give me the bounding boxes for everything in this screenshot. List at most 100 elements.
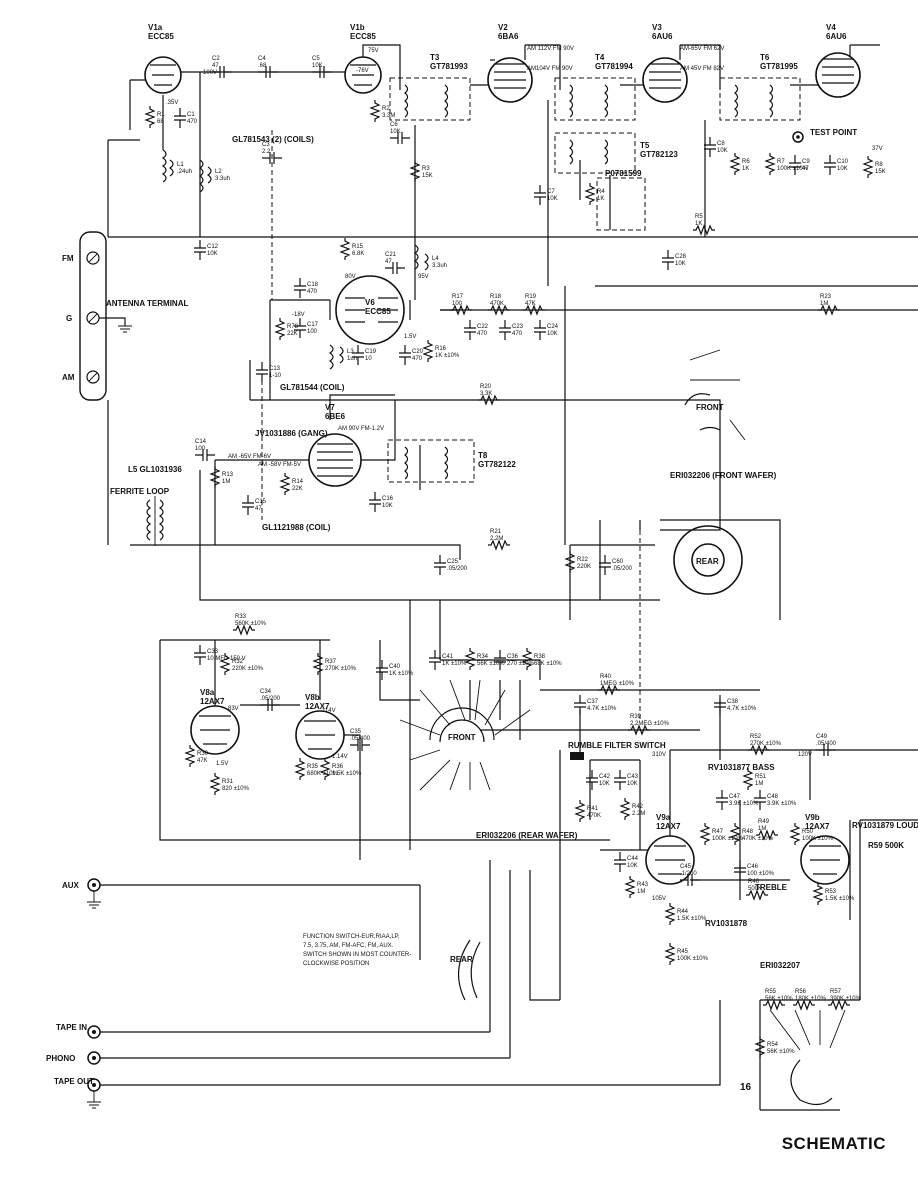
volt-v7-grid2: AM -58V FM-5V (258, 462, 301, 468)
tube-v1a (144, 56, 182, 94)
coil-l1 (161, 149, 167, 183)
c3-value: 2.2 (262, 149, 271, 155)
v8a-ref: V8a (200, 688, 215, 697)
c18-ref: C18 (307, 282, 319, 288)
component-r2: R23.3M (369, 100, 395, 122)
r35-ref: R35 (307, 764, 319, 770)
component-c35: C35.05/400 (350, 729, 371, 751)
r14-value: 22K (292, 486, 303, 492)
c41-value: 1K ±10% (442, 661, 467, 667)
tube-v2 (487, 57, 533, 103)
r34-symbol (464, 648, 476, 670)
c34-value: .05/200 (260, 696, 281, 702)
c7-ref: C7 (547, 189, 555, 195)
r32-symbol (219, 653, 231, 675)
r43-symbol (624, 876, 636, 898)
r59-label: R59 500K (868, 841, 904, 850)
r8-ref: R8 (875, 162, 883, 168)
rumble-filter-label: RUMBLE FILTER SWITCH (568, 741, 666, 750)
schematic-title: SCHEMATIC (781, 1134, 886, 1153)
r13-symbol (209, 466, 221, 488)
r42-symbol (619, 798, 631, 820)
r30-ref: R30 (197, 751, 209, 757)
r19-ref: R19 (525, 294, 537, 300)
r18-symbol (488, 304, 510, 316)
c1-symbol (174, 108, 186, 128)
c5-symbol (312, 66, 332, 78)
c13-ref: C13 (269, 366, 281, 372)
c48-value: 3.9K ±10% (767, 801, 797, 807)
test-point-label: TEST POINT (810, 128, 857, 137)
r3-value: 15K (422, 173, 433, 179)
tube-v8a (190, 705, 240, 755)
c48-ref: C48 (767, 794, 779, 800)
r8-symbol (862, 156, 874, 178)
r49-value: 1M (758, 826, 766, 832)
coil-l4 (413, 244, 419, 270)
front-lower-label: FRONT (448, 733, 476, 742)
r33-value: 560K ±10% (235, 621, 267, 627)
volt-v8b-cathode: 1.14V (332, 754, 348, 760)
t3-part: GT781993 (430, 62, 468, 71)
c34-ref: C34 (260, 689, 272, 695)
r15-ref: R15 (352, 244, 364, 250)
t5-ref: T5 (640, 141, 650, 150)
r7-ref: R7 (777, 159, 785, 165)
function-switch-note: FUNCTION SWITCH-EUR,RIAA,LP,7.5, 3.75, A… (303, 934, 411, 967)
coil-l5-label: GL1121988 (COIL) (262, 523, 331, 532)
v8b-type: 12AX7 (305, 702, 330, 711)
r23-symbol (818, 304, 840, 316)
r40-symbol (598, 684, 620, 696)
page-mark: 16 (740, 1082, 752, 1093)
switch-rear-upper (673, 525, 743, 595)
c44-value: 10K (627, 863, 638, 869)
c1-ref: C1 (187, 112, 195, 118)
l5-label: L5 GL1031936 (128, 465, 182, 474)
aux-jack (87, 878, 101, 909)
c4-ref: C4 (258, 56, 266, 62)
c22-ref: C22 (477, 324, 489, 330)
l3-symbol (338, 346, 344, 364)
r22-value: 220K (577, 564, 591, 570)
r46-ref: R46 (748, 879, 760, 885)
l3-ref: L3 (347, 349, 354, 355)
r4-symbol (584, 183, 596, 205)
r2-ref: R2 (382, 106, 390, 112)
aux-label: AUX (62, 881, 80, 890)
r37-symbol (312, 653, 324, 675)
r52-ref: R52 (750, 734, 762, 740)
volt-v1a-cathode: .35V (166, 100, 178, 106)
r7-value: 100K ±10% (777, 166, 809, 172)
c14-symbol (195, 449, 215, 461)
coils-t3-label: GL781543 (2) (COILS) (232, 135, 314, 144)
volt-v3-screen: AM 45V FM 82V (680, 66, 724, 72)
r54-ref: R54 (767, 1042, 779, 1048)
r2-value: 3.3M (382, 113, 395, 119)
component-l4: L43.3uh (423, 253, 447, 271)
r16-ref: R16 (435, 346, 447, 352)
r37-value: 270K ±10% (325, 666, 357, 672)
